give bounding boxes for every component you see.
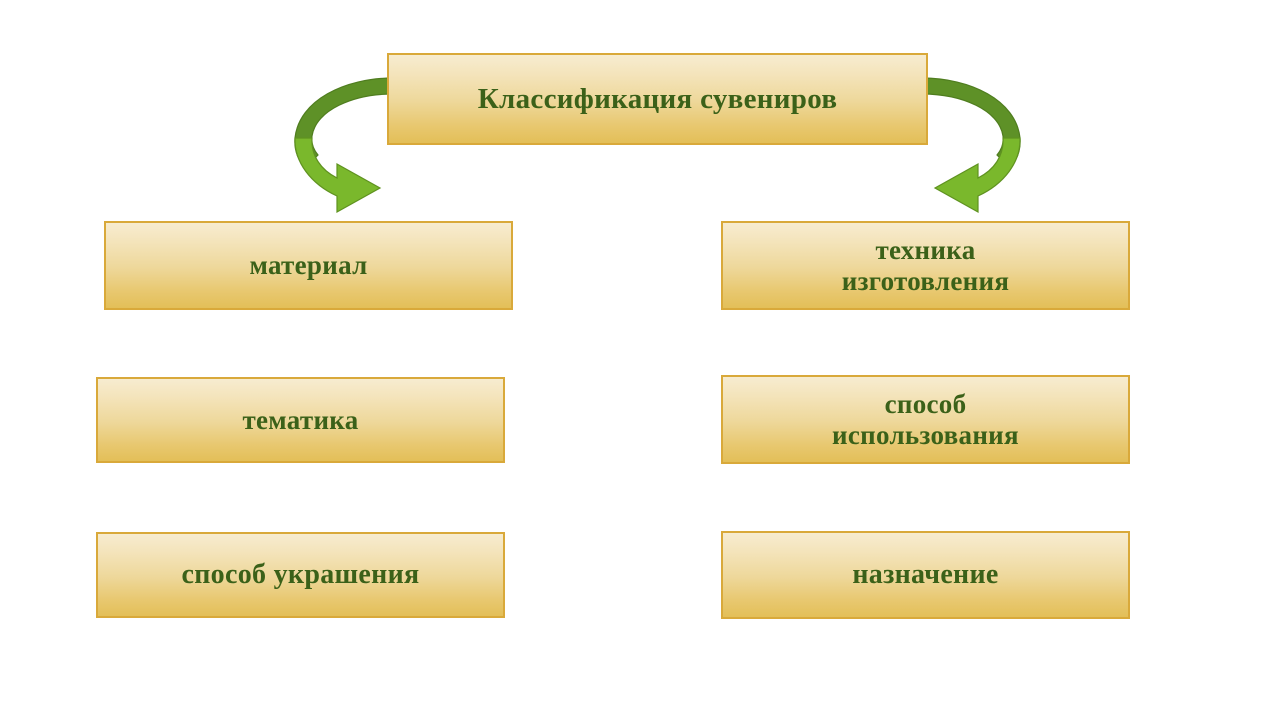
node-material[interactable]: материал: [104, 221, 513, 310]
node-material-label: материал: [249, 250, 368, 281]
node-decoration-method-label: способ украшения: [181, 559, 420, 591]
node-theme-label: тематика: [242, 404, 359, 435]
node-production-technique[interactable]: техника изготовления: [721, 221, 1130, 310]
node-title-classification[interactable]: Классификация сувениров: [387, 53, 928, 145]
node-production-technique-label: техника изготовления: [841, 235, 1010, 296]
node-usage-method[interactable]: способ использования: [721, 375, 1130, 464]
node-purpose[interactable]: назначение: [721, 531, 1130, 619]
node-decoration-method[interactable]: способ украшения: [96, 532, 505, 618]
node-purpose-label: назначение: [852, 559, 999, 591]
node-theme[interactable]: тематика: [96, 377, 505, 463]
node-usage-method-label: способ использования: [832, 389, 1019, 450]
node-title-label: Классификация сувениров: [477, 82, 838, 115]
arrow-right-curved-down-icon: [921, 77, 1021, 214]
arrow-left-curved-down-icon: [294, 77, 394, 214]
